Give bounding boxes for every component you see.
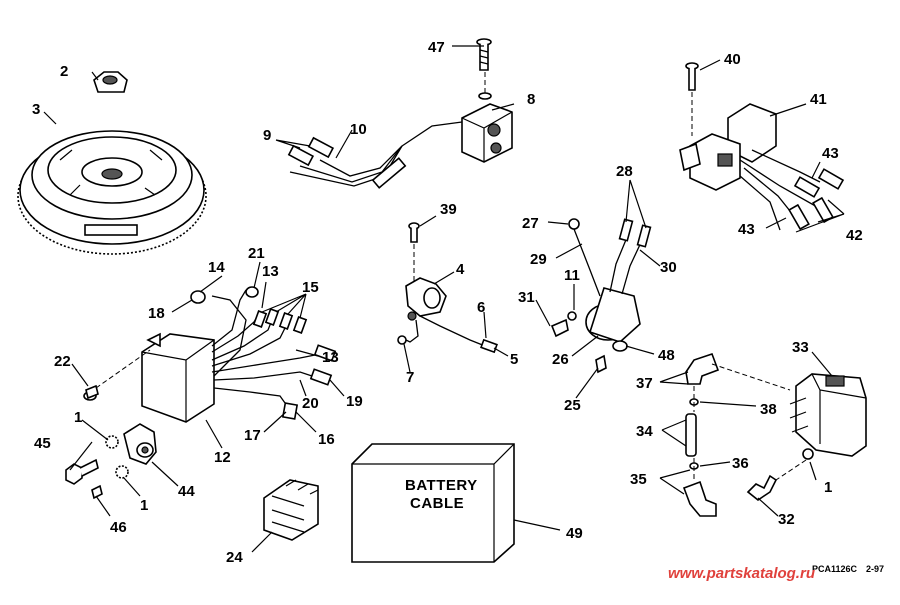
- callout-13-mid: 13: [322, 349, 339, 366]
- callout-46: 46: [110, 519, 127, 536]
- callout-1-left-top: 1: [74, 409, 82, 426]
- callout-43-bottom: 43: [738, 221, 755, 238]
- screw-45: [65, 458, 99, 485]
- callout-13-top: 13: [262, 263, 279, 280]
- flywheel-nut: [93, 71, 128, 93]
- callout-24: 24: [226, 549, 243, 566]
- ignition-coil-33: [789, 373, 867, 457]
- callout-2: 2: [60, 63, 68, 80]
- callout-10: 10: [350, 121, 367, 138]
- callout-12: 12: [214, 449, 231, 466]
- battery-cable-box: [351, 443, 515, 563]
- callout-9: 9: [263, 127, 271, 144]
- callout-37: 37: [636, 375, 653, 392]
- callout-19: 19: [346, 393, 363, 410]
- callout-1-right: 1: [824, 479, 832, 496]
- coil-4: [397, 277, 498, 354]
- callout-22: 22: [54, 353, 71, 370]
- hose-34: [685, 413, 697, 457]
- screw-22: [83, 384, 99, 401]
- watermark: www.partskatalog.ru: [668, 565, 815, 582]
- bracket-44: [123, 423, 157, 465]
- power-pack-41: [679, 62, 845, 231]
- flywheel: [17, 130, 207, 255]
- washer-1b: [115, 465, 129, 479]
- battery-cable-line1: BATTERY: [405, 477, 478, 494]
- callout-26: 26: [552, 351, 569, 368]
- callout-1-left-bottom: 1: [140, 497, 148, 514]
- washer-1c: [802, 448, 814, 460]
- callout-47: 47: [428, 39, 445, 56]
- hose-35: [682, 480, 717, 517]
- screw-39: [408, 222, 420, 243]
- screw-47: [476, 38, 492, 71]
- callout-42: 42: [846, 227, 863, 244]
- battery-cable-line2: CABLE: [410, 495, 464, 512]
- callout-48: 48: [658, 347, 675, 364]
- callout-34: 34: [636, 423, 653, 440]
- callout-35: 35: [630, 471, 647, 488]
- callout-45: 45: [34, 435, 51, 452]
- callout-33: 33: [792, 339, 809, 356]
- callout-6: 6: [477, 299, 485, 316]
- callout-18: 18: [148, 305, 165, 322]
- callout-11: 11: [564, 267, 580, 284]
- solenoid-26: [550, 218, 652, 374]
- callout-40: 40: [724, 51, 741, 68]
- callout-49: 49: [566, 525, 583, 542]
- callout-5: 5: [510, 351, 518, 368]
- callout-3: 3: [32, 101, 40, 118]
- screw-32: [746, 474, 778, 501]
- sensor-leads: [287, 136, 407, 189]
- callout-38: 38: [760, 401, 777, 418]
- screw-46: [91, 484, 103, 500]
- callout-32: 32: [778, 511, 795, 528]
- date-code: 2-97: [866, 564, 884, 574]
- callout-36: 36: [732, 455, 749, 472]
- callout-25: 25: [564, 397, 581, 414]
- callout-29: 29: [530, 251, 547, 268]
- callout-20: 20: [302, 395, 319, 412]
- callout-41: 41: [810, 91, 827, 108]
- callout-27: 27: [522, 215, 539, 232]
- callout-44: 44: [178, 483, 195, 500]
- washer-1a: [105, 435, 119, 449]
- callout-4: 4: [456, 261, 465, 278]
- callout-28: 28: [616, 163, 633, 180]
- callout-43-top: 43: [822, 145, 839, 162]
- switch-box-12: [141, 286, 337, 423]
- callout-14: 14: [208, 259, 225, 276]
- callout-17: 17: [244, 427, 261, 444]
- callout-8: 8: [527, 91, 535, 108]
- hose-37: [685, 352, 720, 385]
- callout-31: 31: [518, 289, 535, 306]
- callout-15: 15: [302, 279, 319, 296]
- drawing-code: PCA1126C: [812, 564, 858, 574]
- sensor-8: [401, 92, 513, 163]
- callout-30: 30: [660, 259, 677, 276]
- terminal-block-24: [263, 479, 319, 541]
- callout-21: 21: [248, 245, 265, 262]
- callout-39: 39: [440, 201, 457, 218]
- callout-7: 7: [406, 369, 414, 386]
- callout-16: 16: [318, 431, 335, 448]
